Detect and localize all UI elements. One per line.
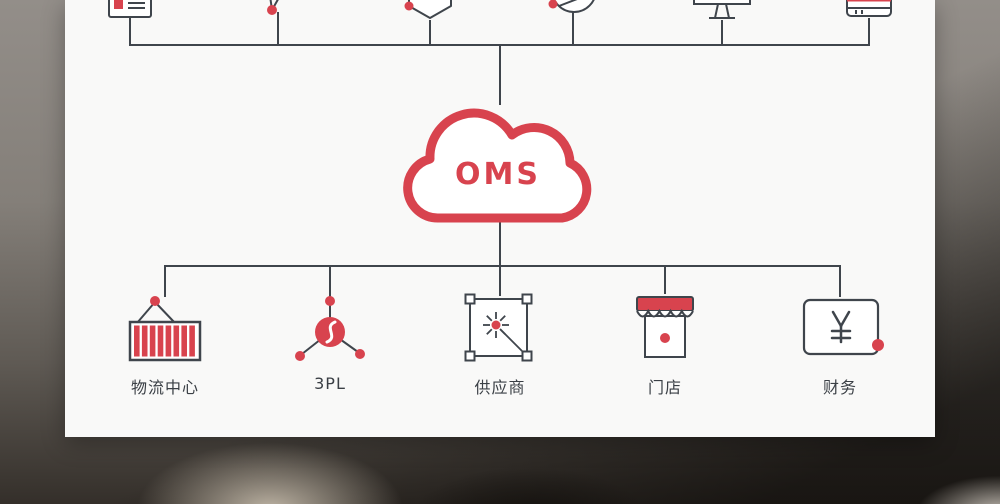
invoice-icon [108,0,152,18]
hexagon-icon [404,0,452,19]
oms-cloud [403,108,592,223]
globe-network-icon [548,0,595,13]
finance-card-icon [802,298,884,356]
node-label-finance: 财务 [822,378,857,397]
network-square-icon [464,293,533,362]
cloud-icon [403,108,592,223]
oms-label: OMS [455,157,541,192]
storefront-icon [636,296,694,358]
node-label-logistics-center: 物流中心 [130,378,199,397]
container-icon [128,296,202,362]
printer-icon [846,0,892,17]
molecule-icon [295,296,365,361]
node-label-supplier: 供应商 [474,378,526,397]
share-nodes-icon [267,0,279,15]
node-label-3pl: 3PL [314,374,346,393]
desk-terminal-icon [693,0,751,19]
connector-lines [129,12,870,299]
node-label-store: 门店 [647,378,682,397]
diagram-panel: OMS [65,0,935,437]
